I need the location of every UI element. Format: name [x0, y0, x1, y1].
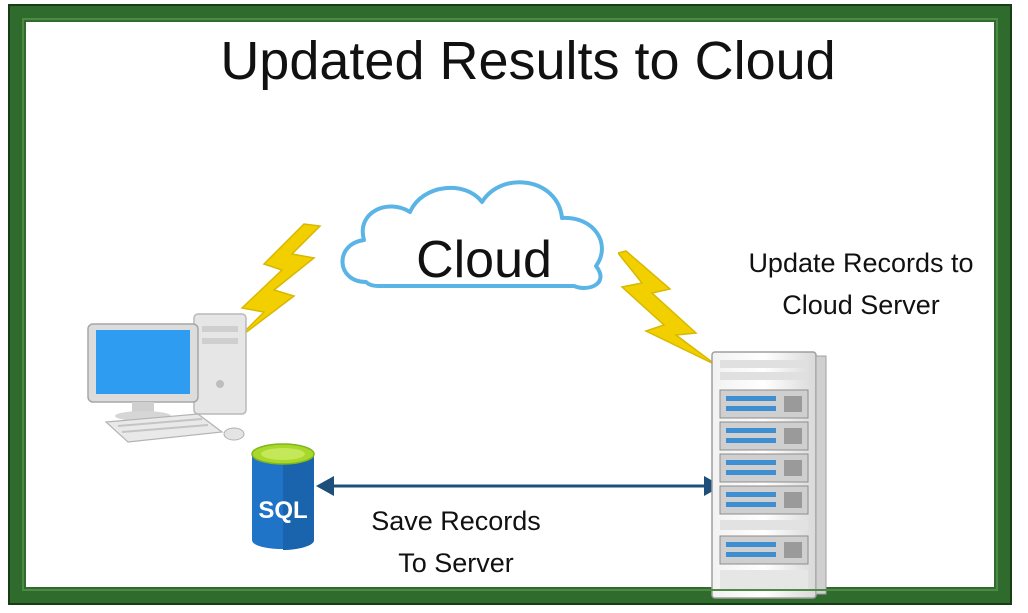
update-records-label: Update Records to Cloud Server	[748, 248, 974, 320]
save-records-label: Save Records To Server	[371, 506, 541, 578]
page-title: Updated Results to Cloud	[220, 31, 836, 91]
sql-database-icon: SQL	[251, 443, 315, 550]
lightning-bolt-right-icon	[618, 250, 717, 366]
server-unit	[719, 535, 809, 565]
server-rack-icon	[711, 351, 827, 599]
cloud-icon	[340, 180, 604, 290]
server-unit	[719, 453, 809, 483]
sql-label: SQL	[258, 497, 307, 524]
cloud-label: Cloud	[416, 231, 552, 289]
diagram-frame: Updated Results to Cloud Cloud Update Re…	[8, 4, 1012, 605]
desktop-computer-icon	[87, 313, 247, 443]
bidirectional-arrow	[316, 476, 722, 496]
lightning-bolt-left-icon	[235, 223, 322, 341]
server-unit	[719, 485, 809, 515]
server-unit	[719, 421, 809, 451]
server-unit	[719, 389, 809, 419]
